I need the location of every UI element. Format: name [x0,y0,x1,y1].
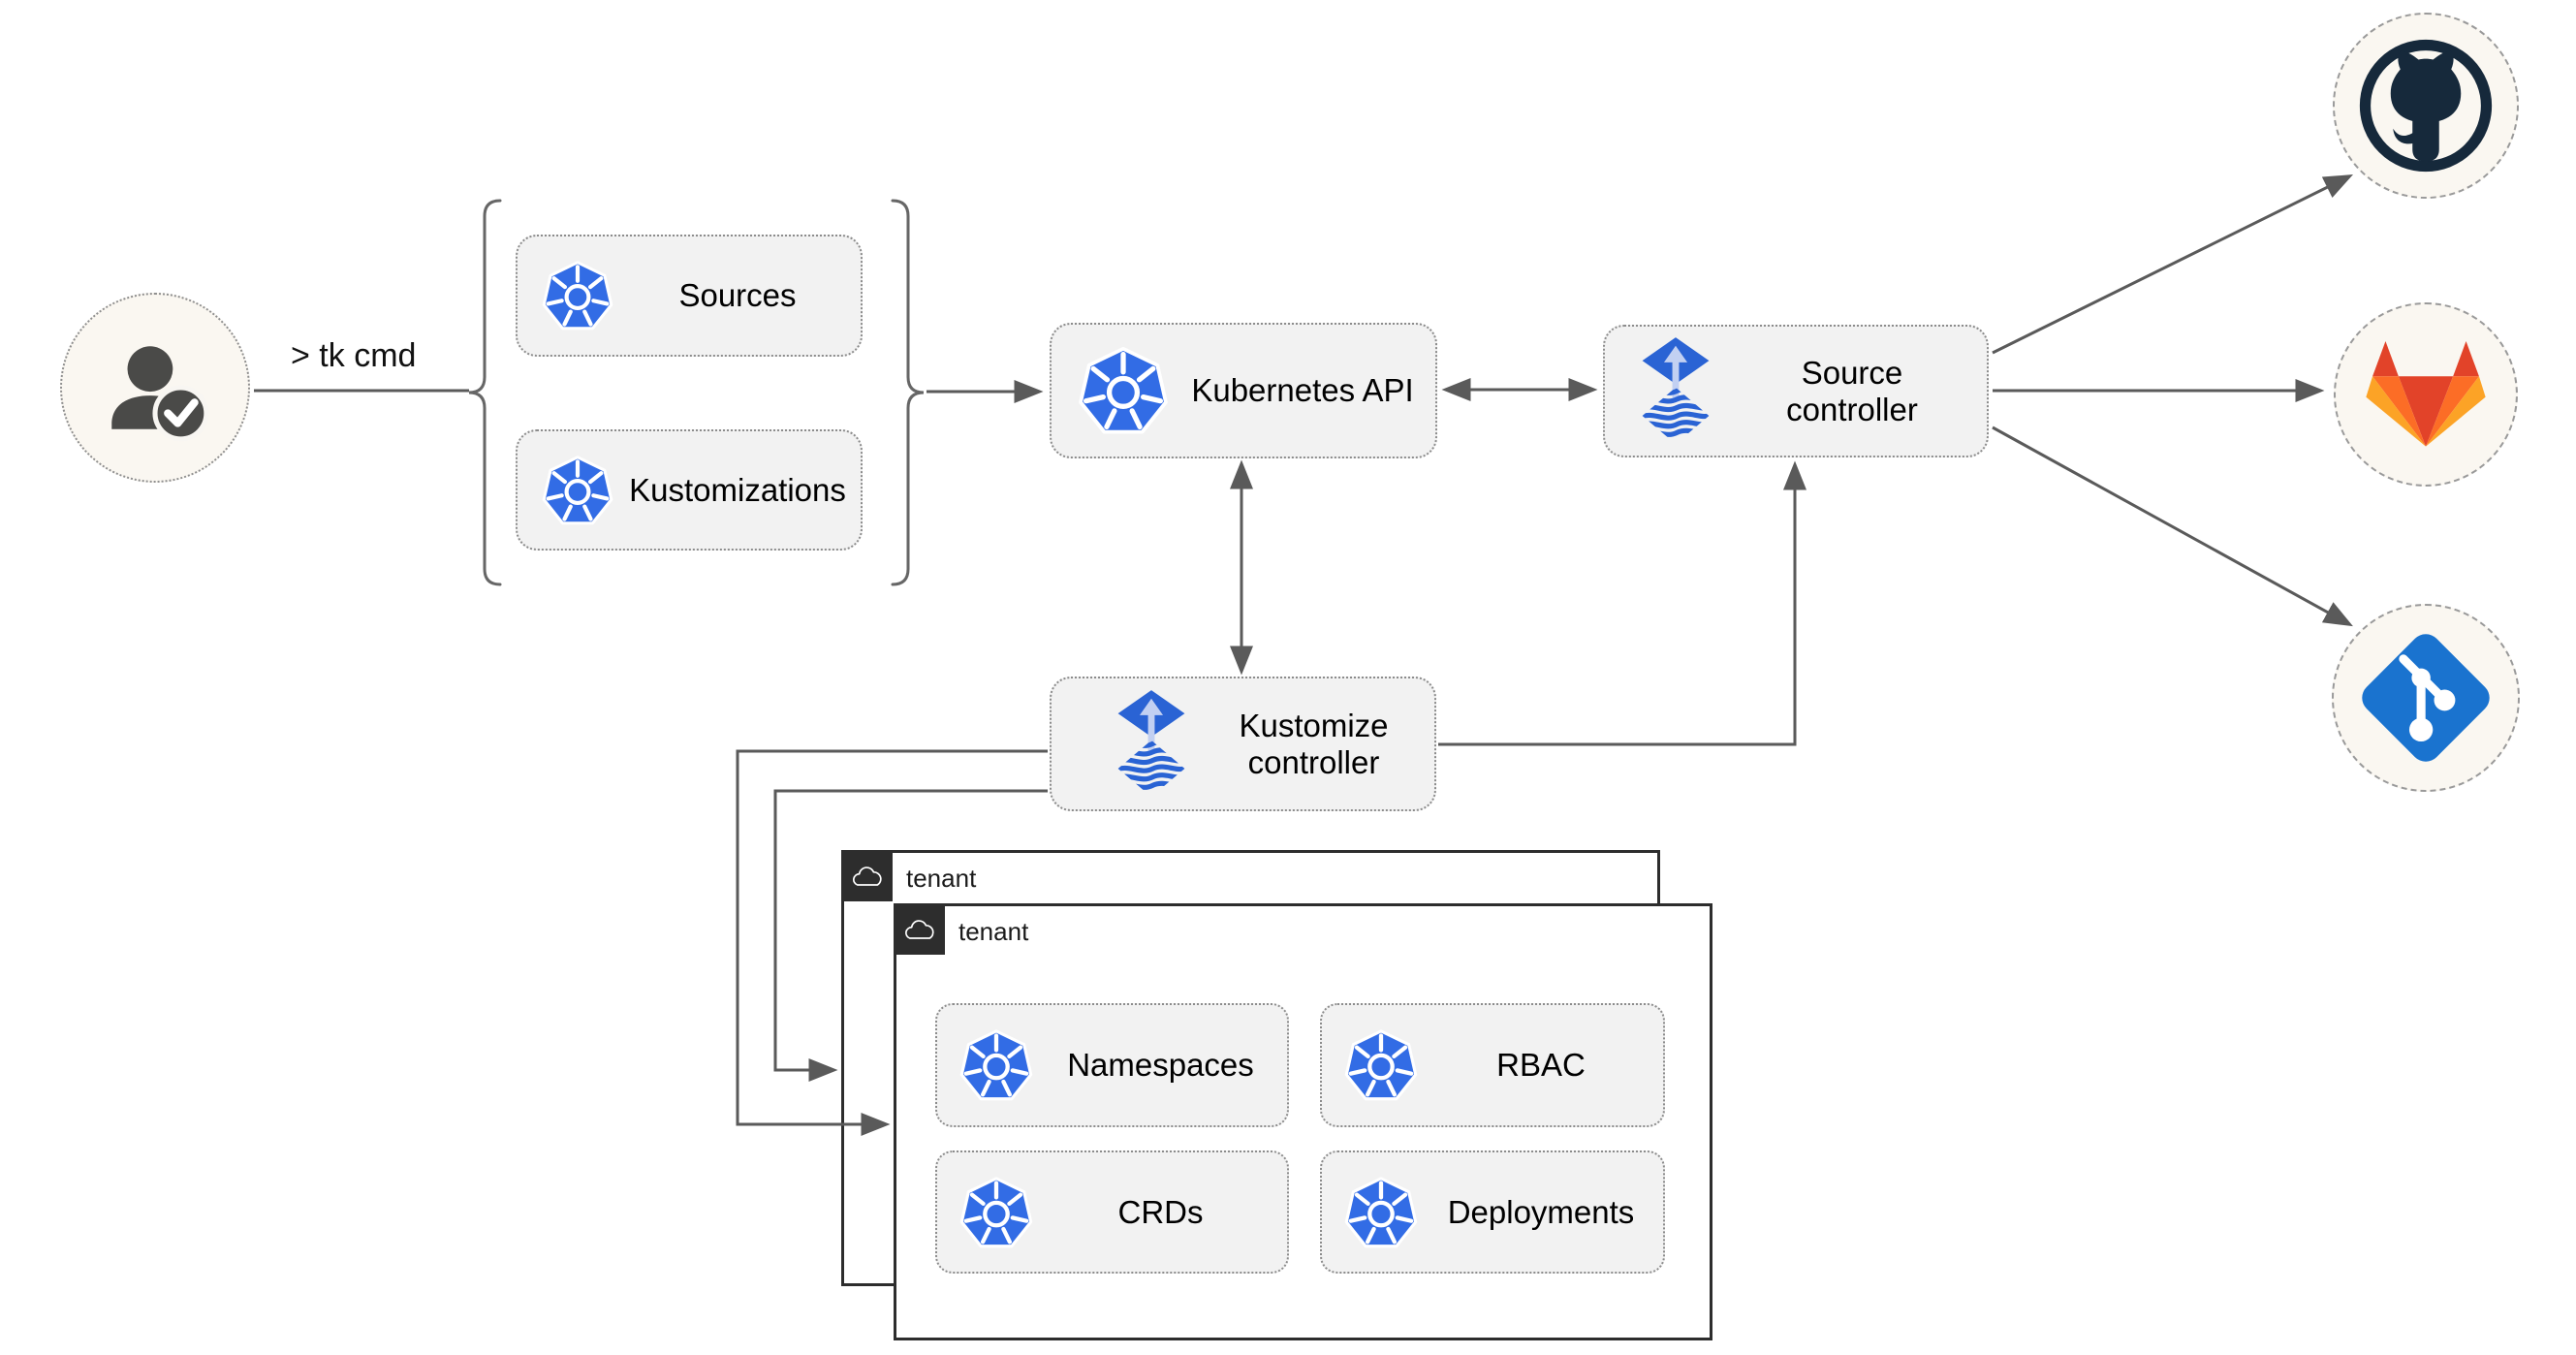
source-controller-label: Source controller [1786,354,1918,427]
kubernetes-api-box: Kubernetes API [1050,323,1437,458]
tenant-label: tenant [906,864,977,893]
connector-source-to-git [1992,425,2353,627]
kubernetes-icon [541,259,614,332]
tenant-badge [894,903,945,955]
sources-label: Sources [678,277,797,313]
cloud-icon [904,919,934,939]
github-circle [2333,13,2519,199]
kubernetes-icon [1343,1175,1419,1250]
kubernetes-icon [1077,344,1170,437]
crds-label: CRDs [1117,1193,1204,1230]
flux-controller-icon [1110,690,1193,799]
source-controller-box: Source controller [1603,325,1989,457]
github-icon [2353,33,2498,178]
tenant-box-front: tenant Namespaces RBAC CRDs Deployments [894,903,1712,1340]
cloud-icon [852,866,882,886]
kubernetes-icon [541,454,614,527]
rbac-box: RBAC [1320,1003,1665,1127]
tenant-badge [841,850,893,901]
crds-box: CRDs [935,1150,1289,1274]
kustomizations-box: Kustomizations [516,429,863,551]
kubernetes-icon [958,1027,1034,1103]
namespaces-label: Namespaces [1067,1047,1254,1083]
kubernetes-icon [958,1175,1034,1250]
right-curly-brace [891,199,925,586]
connector-kustomize-to-source-controller [1438,460,1806,746]
kubernetes-icon [1343,1027,1419,1103]
deployments-label: Deployments [1447,1193,1635,1230]
gitlab-icon [2366,341,2486,447]
flux-controller-icon [1634,337,1717,446]
git-circle [2332,604,2520,792]
kustomize-controller-label: Kustomize controller [1239,707,1389,780]
tenant-label: tenant [958,917,1029,946]
kubernetes-api-label: Kubernetes API [1191,372,1414,408]
actor-circle [60,293,250,483]
deployments-box: Deployments [1320,1150,1665,1274]
connector-source-to-github [1992,174,2354,355]
gitlab-circle [2334,302,2518,487]
actor-command-label: > tk cmd [291,337,417,374]
left-curly-brace [468,199,502,586]
kustomize-controller-box: Kustomize controller [1050,677,1436,811]
user-check-icon [96,330,214,446]
sources-box: Sources [516,235,863,357]
git-icon [2355,627,2497,769]
kustomizations-label: Kustomizations [629,471,846,508]
namespaces-box: Namespaces [935,1003,1289,1127]
rbac-label: RBAC [1496,1047,1586,1083]
